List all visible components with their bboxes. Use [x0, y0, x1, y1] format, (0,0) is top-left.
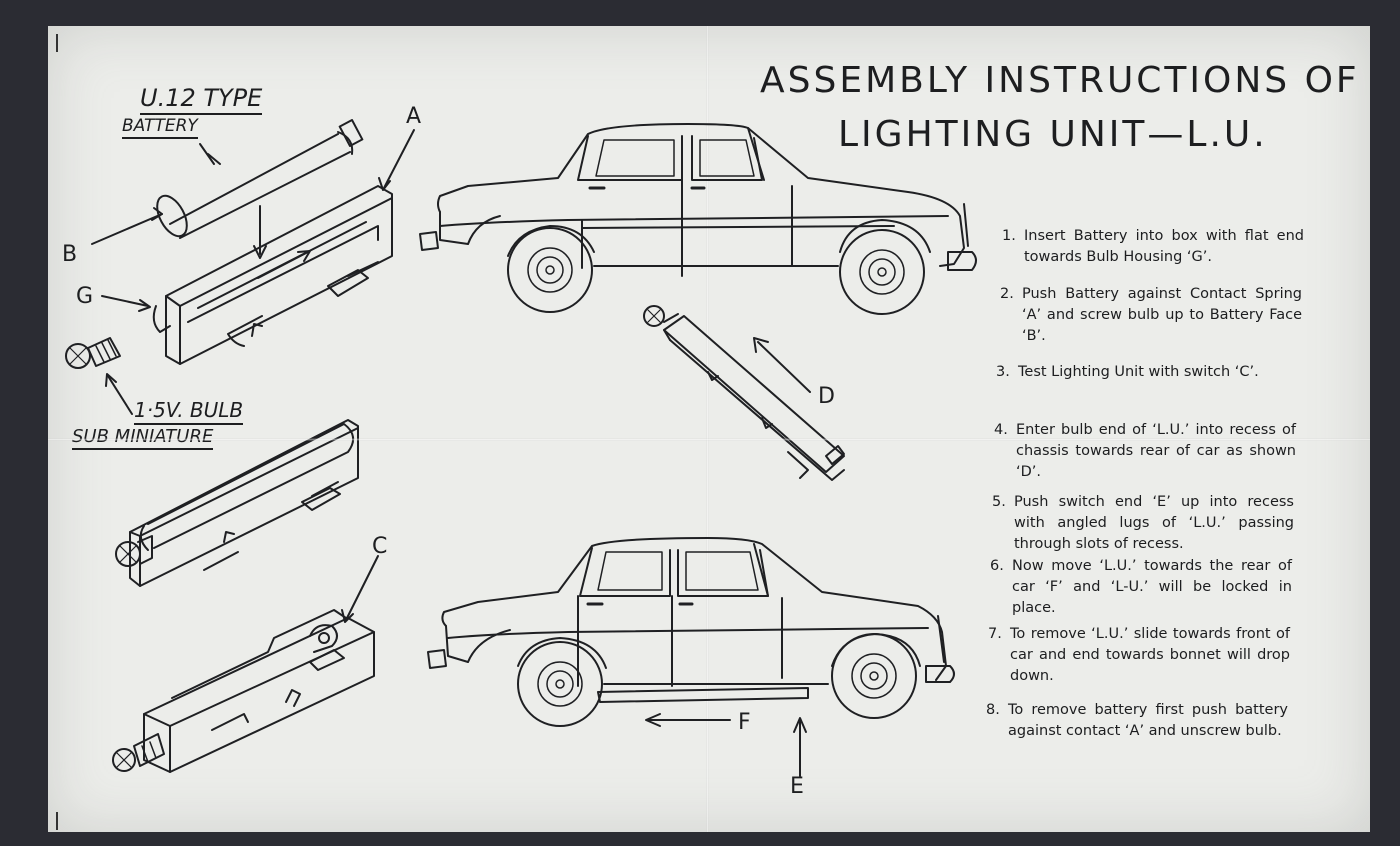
unit-insertion-illustration	[643, 305, 845, 481]
step-7: 7. To remove ‘L.U.’ slide towards front …	[988, 624, 1290, 687]
battery-label: BATTERY	[122, 116, 198, 139]
corner-mark	[56, 34, 58, 52]
car-illustration-bottom	[427, 537, 955, 727]
step-2: 2. Push Battery against Contact Spring ‘…	[1000, 284, 1302, 347]
bulb-illustration	[65, 337, 121, 369]
step-text: Push Battery against Contact Spring ‘A’ …	[1022, 286, 1302, 344]
step-text: Test Lighting Unit with switch ‘C’.	[1018, 364, 1259, 380]
sheet-title-line2: LIGHTING UNIT—L.U.	[838, 114, 1268, 155]
battery-box-illustration	[152, 185, 393, 365]
step-3: 3. Test Lighting Unit with switch ‘C’.	[996, 362, 1298, 383]
sheet-title-line1: ASSEMBLY INSTRUCTIONS OF	[760, 60, 1360, 101]
step-text: Insert Battery into box with flat end to…	[1024, 228, 1304, 265]
step-6: 6. Now move ‘L.U.’ towards the rear of c…	[990, 556, 1292, 619]
step-number: 5.	[992, 494, 1006, 510]
bulb-type-label: SUB MINIATURE	[72, 426, 214, 450]
label-b: B	[62, 242, 78, 267]
step-text: Now move ‘L.U.’ towards the rear of car …	[1012, 558, 1292, 616]
d-arrow	[757, 341, 811, 393]
step-number: 7.	[988, 626, 1002, 642]
label-g: G	[76, 284, 94, 309]
step-text: To remove battery first push battery aga…	[1008, 702, 1288, 739]
assembly-diagram	[65, 119, 977, 777]
b-leader-line	[91, 213, 163, 245]
bulb-leader-line	[107, 375, 133, 415]
bulb-voltage-label: 1·5V. BULB	[134, 398, 244, 425]
c-leader-line	[345, 555, 379, 621]
step-number: 3.	[996, 364, 1010, 380]
step-number: 1.	[1002, 228, 1016, 244]
battery-cylinder-illustration	[156, 119, 364, 239]
step-5: 5. Push switch end ‘E’ up into recess wi…	[992, 492, 1294, 555]
unit-with-switch-illustration	[112, 609, 375, 773]
a-leader-line	[383, 129, 415, 189]
step-number: 8.	[986, 702, 1000, 718]
step-4: 4. Enter bulb end of ‘L.U.’ into recess …	[994, 420, 1296, 483]
battery-type-label: U.12 TYPE	[140, 84, 263, 115]
step-number: 4.	[994, 422, 1008, 438]
step-8: 8. To remove battery first push battery …	[986, 700, 1288, 742]
step-text: Enter bulb end of ‘L.U.’ into recess of …	[1016, 422, 1296, 480]
label-d: D	[818, 384, 835, 409]
instruction-sheet: ASSEMBLY INSTRUCTIONS OF LIGHTING UNIT—L…	[48, 26, 1370, 832]
step-number: 6.	[990, 558, 1004, 574]
step-text: Push switch end ‘E’ up into recess with …	[1014, 494, 1294, 552]
label-a: A	[406, 104, 422, 129]
step-text: To remove ‘L.U.’ slide towards front of …	[1010, 626, 1290, 684]
label-e: E	[790, 774, 804, 799]
step-number: 2.	[1000, 286, 1014, 302]
assembled-unit-illustration	[115, 419, 359, 587]
corner-mark	[56, 812, 58, 830]
car-illustration-top	[419, 123, 977, 315]
step-1: 1. Insert Battery into box with flat end…	[1002, 226, 1304, 268]
g-leader-line	[101, 295, 149, 307]
battery-leader-line	[199, 143, 215, 165]
label-f: F	[738, 710, 751, 735]
label-c: C	[372, 534, 388, 559]
